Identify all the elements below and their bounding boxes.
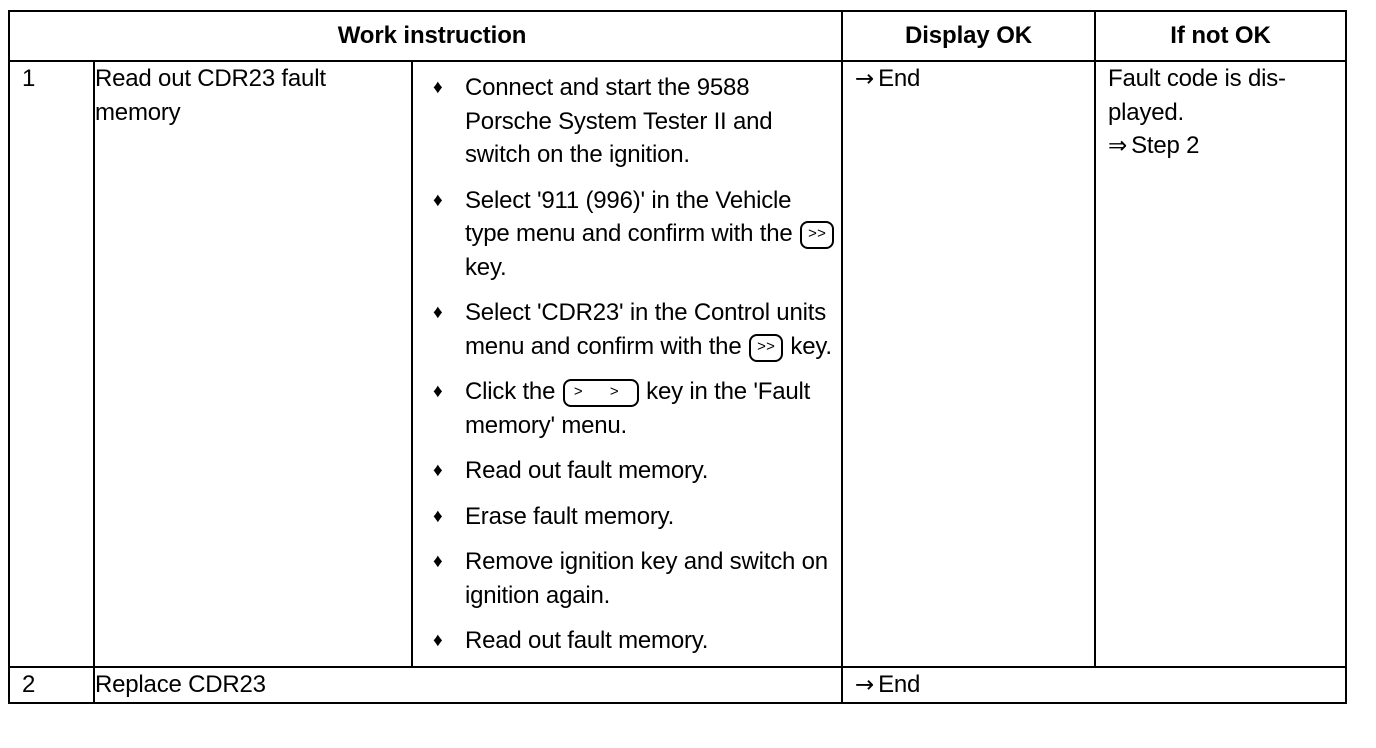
chevron-right-icon: >> (756, 338, 775, 356)
row-description-cell: Replace CDR23 (92, 665, 844, 704)
table-row: 2 Replace CDR23 →End (8, 665, 1348, 704)
step-text: Select '911 (996)' in the Vehicle type m… (465, 186, 799, 248)
step-text: Select 'CDR23' in the Control units menu… (465, 299, 827, 360)
right-arrow-icon: → (855, 671, 875, 698)
diamond-bullet-icon: ♦ (433, 551, 443, 572)
step-list-item: ♦ Click the > > key in the 'Fault memory'… (413, 375, 837, 442)
step-text: Remove ignition key and switch on igniti… (465, 548, 828, 609)
header-work-instruction: Work instruction (7, 10, 844, 62)
step-list-item: ♦ Remove ignition key and switch on ignit… (413, 545, 837, 612)
row-steps-cell: ♦ Connect and start the 9588 Porsche Syst… (410, 60, 844, 668)
header-if-not-ok: If not OK (1094, 10, 1348, 62)
step-text: Read out fault memory. (465, 457, 709, 484)
header-work-instruction-label: Work instruction (337, 22, 527, 49)
row-number: 2 (22, 670, 36, 698)
chevron-right-icon: > > (573, 384, 628, 401)
display-ok-label: End (878, 65, 921, 92)
step-text: Connect and start the 9588 Porsche Syste… (465, 74, 773, 168)
header-display-ok: Display OK (841, 10, 1097, 62)
tester-key-button[interactable]: > > (562, 379, 639, 407)
if-not-ok-goto-label: Step 2 (1131, 132, 1200, 159)
diamond-bullet-icon: ♦ (433, 630, 443, 651)
row-display-ok-cell: →End (841, 60, 1097, 668)
step-list-item: ♦ Read out fault memory. (413, 624, 837, 658)
if-not-ok-line-1: Fault code is dis- (1108, 65, 1286, 92)
diamond-bullet-icon: ♦ (433, 77, 443, 98)
tester-key-button[interactable]: >> (748, 333, 783, 362)
row-description: Replace CDR23 (95, 670, 266, 698)
diamond-bullet-icon: ♦ (433, 505, 443, 527)
diamond-bullet-icon: ♦ (433, 189, 443, 211)
diamond-bullet-icon: ♦ (433, 381, 443, 402)
step-list-item: ♦ Read out fault memory. (413, 454, 837, 488)
step-text: Click the (465, 378, 562, 405)
step-text: key. (465, 253, 507, 281)
step-list-item: ♦ Select '911 (996)' in the Vehicle type … (413, 184, 837, 285)
row-description: Read out CDR23 fault memory (95, 65, 326, 126)
row-description-cell: Read out CDR23 fault memory (93, 60, 413, 668)
table-row: 1 Read out CDR23 fault memory ♦ Connect a… (8, 60, 1348, 668)
diamond-bullet-icon: ♦ (433, 460, 443, 481)
step-text: key in the 'Fault memory' menu. (465, 378, 811, 439)
tester-key-button[interactable]: >> (799, 221, 834, 249)
step-list-item: ♦ Connect and start the 9588 Porsche Syst… (413, 71, 837, 172)
header-if-not-ok-label: If not OK (1170, 22, 1271, 49)
if-not-ok-goto: ⇒Step 2 (1108, 129, 1345, 164)
row-number-cell: 1 (8, 60, 95, 668)
step-text: Erase fault memory. (465, 502, 675, 530)
work-instruction-table: Work instruction Display OK If not OK 1 … (7, 10, 1348, 704)
display-ok-result: →End (855, 62, 1094, 97)
diamond-bullet-icon: ♦ (433, 302, 443, 323)
row-number: 1 (22, 65, 36, 92)
table-header-row: Work instruction Display OK If not OK (7, 10, 1348, 62)
display-ok-label: End (878, 670, 921, 698)
double-right-arrow-icon: ⇒ (1108, 133, 1128, 159)
step-list-item: ♦ Erase fault memory. (413, 500, 837, 534)
step-list: ♦ Connect and start the 9588 Porsche Syst… (413, 62, 841, 666)
row-display-ok-cell: →End (841, 665, 1348, 704)
chevron-right-icon: >> (807, 226, 826, 243)
step-text: Read out fault memory. (465, 627, 709, 654)
display-ok-result: →End (855, 668, 1345, 703)
header-display-ok-label: Display OK (904, 22, 1033, 49)
row-number-cell: 2 (8, 665, 95, 704)
step-list-item: ♦ Select 'CDR23' in the Control units men… (413, 296, 837, 363)
right-arrow-icon: → (855, 66, 875, 92)
if-not-ok-line-2: played. (1108, 98, 1185, 126)
row-if-not-ok-cell: Fault code is dis- played. ⇒Step 2 (1094, 60, 1348, 668)
step-text: key. (783, 332, 832, 360)
